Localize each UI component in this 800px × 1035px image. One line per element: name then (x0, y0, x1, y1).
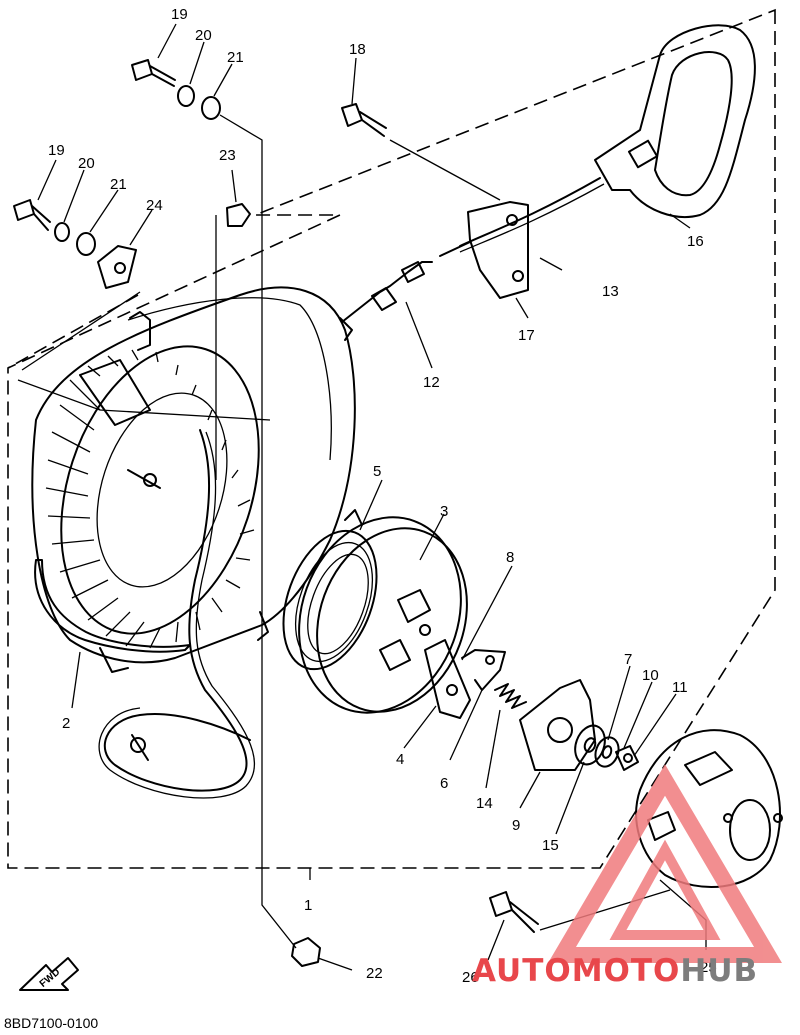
rope-pulley (298, 516, 468, 714)
callout-25: 25 (700, 959, 717, 976)
callout-14: 14 (476, 795, 493, 812)
callout-26: 26 (462, 969, 479, 986)
bolt-26 (489, 891, 539, 933)
watermark-text: AUTOMOTOHUB (472, 953, 758, 989)
watermark-text-main: AUTOMOTO (472, 953, 680, 989)
starter-rope (341, 261, 433, 323)
callout-23: 23 (219, 147, 236, 164)
callout-19: 19 (171, 6, 188, 23)
callout-12: 12 (423, 374, 440, 391)
rope-guide (439, 201, 529, 299)
bracket-24 (97, 245, 137, 289)
retaining-nut (615, 745, 639, 771)
bolt-19a (131, 59, 176, 87)
callout-2: 2 (62, 715, 70, 732)
callout-4: 4 (396, 751, 404, 768)
leader-lines (17, 23, 707, 971)
washer-21b (76, 232, 96, 256)
nut-23 (226, 203, 251, 227)
callout-24: 24 (146, 197, 163, 214)
callout-21: 21 (227, 49, 244, 66)
callout-7: 7 (624, 651, 632, 668)
callout-16: 16 (687, 233, 704, 250)
friction-spring (494, 683, 527, 709)
washer-20a (177, 85, 195, 107)
callout-18: 18 (349, 41, 366, 58)
callout-6: 6 (440, 775, 448, 792)
callout-numbers: 19 20 21 18 19 20 21 23 24 16 13 17 12 5… (48, 6, 717, 986)
fan-blades (45, 349, 255, 649)
washer-20b (54, 222, 70, 242)
drive-plate (519, 679, 596, 771)
bolt-18 (341, 103, 387, 137)
recoil-spring (282, 509, 378, 671)
washer-15 (574, 724, 606, 766)
callout-21: 21 (110, 176, 127, 193)
callout-5: 5 (373, 463, 381, 480)
starter-handle (594, 24, 756, 219)
callout-10: 10 (642, 667, 659, 684)
diagram-code: 8BD7100-0100 (4, 1015, 98, 1031)
watermark-logo (548, 764, 782, 963)
callout-3: 3 (440, 503, 448, 520)
starter-cup (635, 729, 783, 888)
callout-9: 9 (512, 817, 520, 834)
nut-22 (291, 937, 321, 967)
starter-housing (31, 286, 356, 673)
watermark-triangle (548, 764, 782, 963)
callout-19: 19 (48, 142, 65, 159)
fwd-arrow: FWD (19, 957, 79, 991)
callout-20: 20 (195, 27, 212, 44)
watermark-text-tail: HUB (680, 953, 758, 989)
callout-20: 20 (78, 155, 95, 172)
callout-13: 13 (602, 283, 619, 300)
callout-8: 8 (506, 549, 514, 566)
handle-rope (459, 177, 605, 253)
callout-11: 11 (672, 679, 688, 696)
bolt-19b (13, 199, 51, 231)
callout-15: 15 (542, 837, 559, 854)
callout-17: 17 (518, 327, 535, 344)
washer-21a (201, 96, 221, 120)
pawl-spring (461, 649, 506, 691)
housing-gasket (34, 429, 256, 799)
callout-22: 22 (366, 965, 383, 982)
callout-1: 1 (304, 897, 312, 914)
drive-pawl (424, 639, 471, 719)
watermark-triangle-inner (609, 839, 721, 940)
